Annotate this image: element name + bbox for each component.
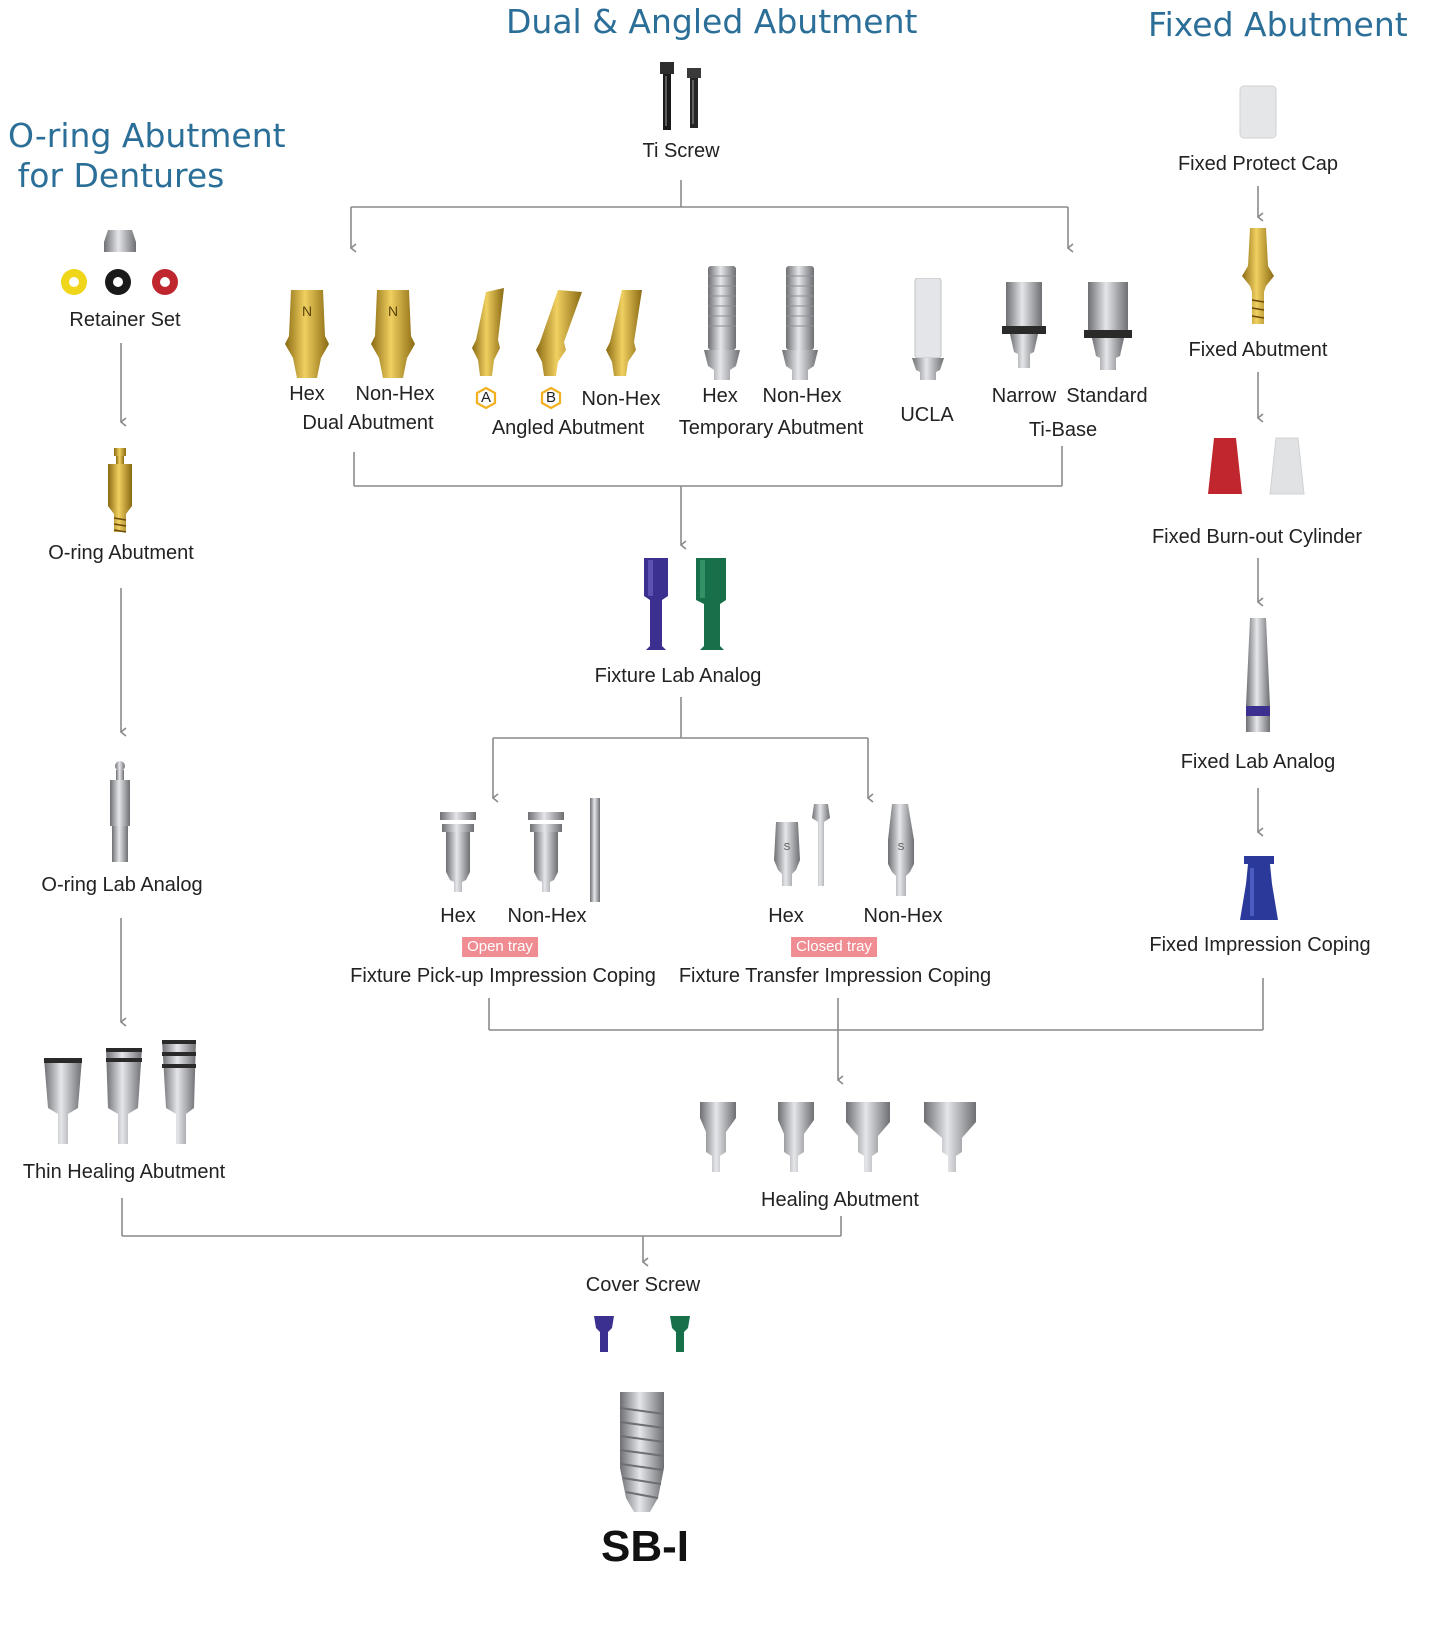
dual-angled-heading: Dual & Angled Abutment bbox=[506, 2, 918, 41]
fixed-protect-cap-image bbox=[1239, 85, 1277, 139]
fixture-lab-analog-label: Fixture Lab Analog bbox=[594, 665, 762, 687]
fixed-impression-coping-image bbox=[1240, 856, 1278, 920]
cover-screw-image bbox=[594, 1316, 690, 1352]
angled-badge-b-text: B bbox=[545, 389, 556, 406]
healing-abutment-label: Healing Abutment bbox=[761, 1189, 919, 1211]
svg-text:N: N bbox=[302, 303, 312, 319]
fixed-abutment-image bbox=[1242, 228, 1274, 324]
fixed-impression-coping-label: Fixed Impression Coping bbox=[1149, 934, 1371, 956]
ti-base-standard-label: Standard bbox=[1066, 385, 1148, 407]
temporary-non-hex-label: Non-Hex bbox=[762, 385, 842, 407]
dual-non-hex-label: Non-Hex bbox=[355, 383, 435, 405]
svg-text:N: N bbox=[388, 303, 398, 319]
temporary-hex-label: Hex bbox=[702, 385, 738, 407]
ucla-label: UCLA bbox=[900, 404, 954, 426]
dual-abutment-label: Dual Abutment bbox=[302, 412, 434, 434]
oring-heading-line1: O-ring Abutment bbox=[8, 116, 286, 155]
ti-screw-image bbox=[660, 62, 701, 130]
pickup-coping-label: Fixture Pick-up Impression Coping bbox=[350, 965, 656, 987]
angled-badge-a: A bbox=[475, 387, 497, 409]
oring-lab-analog-image bbox=[110, 761, 130, 862]
ti-screw-label: Ti Screw bbox=[642, 140, 720, 162]
fixed-lab-analog-label: Fixed Lab Analog bbox=[1180, 751, 1336, 773]
retainer-set-label: Retainer Set bbox=[69, 309, 181, 331]
transfer-coping-image: S S bbox=[774, 804, 914, 896]
thin-healing-abutment-image bbox=[44, 1040, 196, 1144]
temporary-abutment-label: Temporary Abutment bbox=[678, 417, 864, 439]
fixed-abutment-heading: Fixed Abutment bbox=[1148, 5, 1408, 44]
dual-abutment-image: N N bbox=[285, 290, 415, 378]
temporary-abutment-image bbox=[704, 266, 818, 380]
closed-tray-tag: Closed tray bbox=[791, 937, 877, 957]
fixed-burnout-cylinder-label: Fixed Burn-out Cylinder bbox=[1151, 526, 1363, 548]
pickup-coping-image bbox=[440, 798, 600, 902]
pickup-non-hex-label: Non-Hex bbox=[507, 905, 587, 927]
cover-screw-label: Cover Screw bbox=[585, 1274, 701, 1296]
angled-non-hex-label: Non-Hex bbox=[581, 388, 661, 410]
oring-abutment-label: O-ring Abutment bbox=[48, 542, 194, 564]
angled-abutment-label: Angled Abutment bbox=[491, 417, 645, 439]
ucla-image bbox=[912, 278, 944, 380]
open-tray-tag: Open tray bbox=[462, 937, 538, 957]
transfer-non-hex-label: Non-Hex bbox=[863, 905, 943, 927]
oring-heading-line2: for Dentures bbox=[17, 156, 225, 195]
thin-healing-abutment-label: Thin Healing Abutment bbox=[22, 1161, 226, 1183]
product-title: SB-I bbox=[601, 1522, 689, 1571]
healing-abutment-image bbox=[700, 1102, 976, 1172]
implant-image bbox=[619, 1392, 665, 1512]
oring-lab-analog-label: O-ring Lab Analog bbox=[41, 874, 203, 896]
fixed-protect-cap-label: Fixed Protect Cap bbox=[1177, 153, 1339, 175]
ti-base-image bbox=[1002, 282, 1132, 370]
oring-abutment-image bbox=[108, 448, 132, 533]
pickup-hex-label: Hex bbox=[440, 905, 476, 927]
retainer-set-image bbox=[61, 230, 178, 295]
oring-heading: O-ring Abutment for Dentures bbox=[8, 116, 286, 196]
ti-base-narrow-label: Narrow bbox=[991, 385, 1057, 407]
ti-base-label: Ti-Base bbox=[1028, 419, 1098, 441]
angled-badge-b: B bbox=[540, 387, 562, 409]
fixed-lab-analog-image bbox=[1246, 618, 1270, 732]
angled-abutment-image bbox=[472, 288, 642, 376]
transfer-hex-label: Hex bbox=[768, 905, 804, 927]
transfer-coping-label: Fixture Transfer Impression Coping bbox=[678, 965, 992, 987]
angled-badge-a-text: A bbox=[480, 389, 491, 406]
svg-text:S: S bbox=[784, 842, 791, 853]
svg-text:S: S bbox=[898, 842, 905, 853]
fixture-lab-analog-image bbox=[644, 558, 726, 650]
dual-hex-label: Hex bbox=[289, 383, 325, 405]
fixed-abutment-label: Fixed Abutment bbox=[1188, 339, 1328, 361]
fixed-burnout-cylinder-image bbox=[1208, 437, 1305, 495]
